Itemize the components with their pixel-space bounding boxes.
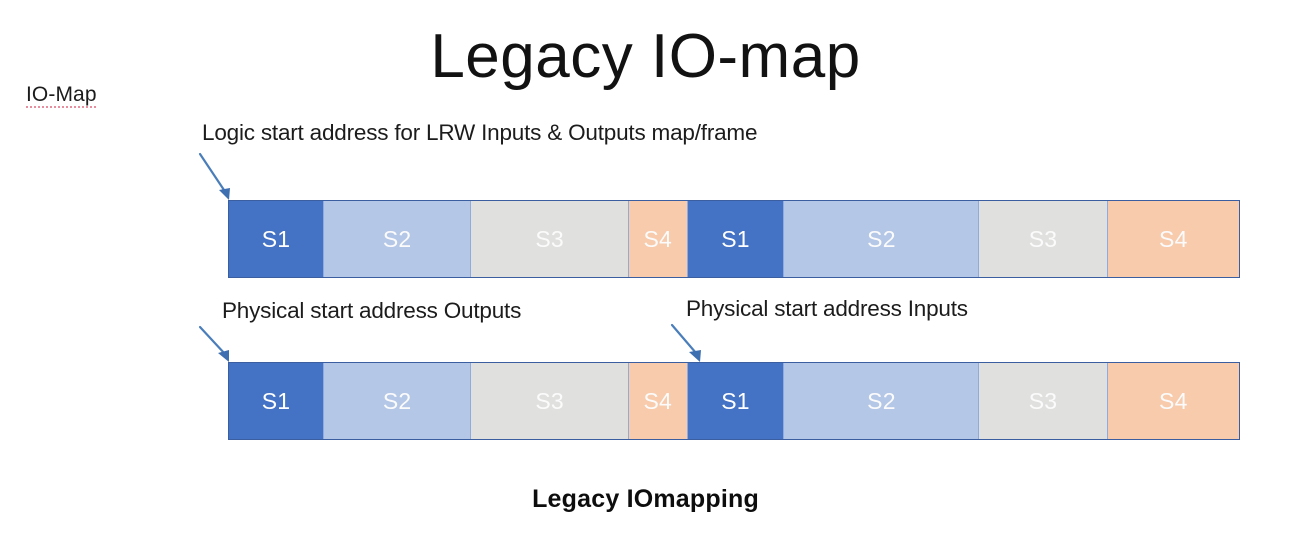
segment-label: S1 [261, 387, 291, 414]
segment-s1[interactable]: S1 [687, 201, 785, 277]
io-map-corner-label: IO-Map [26, 83, 97, 108]
segment-s3[interactable]: S3 [471, 201, 629, 277]
segment-label: S4 [1159, 387, 1188, 414]
segment-s1[interactable]: S1 [687, 363, 785, 439]
segment-s4[interactable]: S4 [1107, 363, 1239, 439]
physical-start-address-outputs-label: Physical start address Outputs [222, 298, 522, 323]
logic-map-row: S1 S2 S3 S4 S1 S2 S3 S4 [228, 200, 1240, 278]
logic-start-address-label: Logic start address for LRW Inputs & Out… [202, 120, 758, 145]
figure-caption: Legacy IOmapping [532, 485, 759, 513]
segment-s1[interactable]: S1 [229, 363, 324, 439]
segment-label: S2 [382, 387, 412, 414]
segment-s2[interactable]: S2 [784, 363, 980, 439]
physical-map-row: S1 S2 S3 S4 S1 S2 S3 S4 [228, 362, 1240, 440]
logic-start-arrow-icon [198, 152, 230, 200]
io-map-corner-label-text: IO-Map [26, 83, 97, 108]
page-title: Legacy IO-map [430, 22, 861, 91]
segment-label: S4 [643, 225, 672, 252]
segment-label: S3 [1028, 387, 1058, 414]
segment-label: S2 [382, 225, 412, 252]
segment-s3[interactable]: S3 [979, 201, 1108, 277]
segment-label: S3 [535, 387, 564, 414]
segment-label: S4 [643, 387, 672, 414]
segment-label: S1 [721, 225, 750, 252]
segment-label: S2 [867, 225, 896, 252]
segment-label: S1 [721, 387, 750, 414]
segment-label: S3 [535, 225, 564, 252]
segment-s2[interactable]: S2 [784, 201, 980, 277]
physical-start-address-inputs-label: Physical start address Inputs [686, 296, 968, 321]
segment-s4[interactable]: S4 [628, 201, 688, 277]
segment-s2[interactable]: S2 [323, 363, 472, 439]
segment-label: S4 [1159, 225, 1188, 252]
segment-s3[interactable]: S3 [979, 363, 1108, 439]
segment-label: S1 [261, 225, 291, 252]
segment-s4[interactable]: S4 [628, 363, 688, 439]
segment-s3[interactable]: S3 [471, 363, 629, 439]
segment-s4[interactable]: S4 [1107, 201, 1239, 277]
segment-label: S3 [1028, 225, 1058, 252]
segment-s2[interactable]: S2 [323, 201, 472, 277]
segment-label: S2 [867, 387, 896, 414]
segment-s1[interactable]: S1 [229, 201, 324, 277]
